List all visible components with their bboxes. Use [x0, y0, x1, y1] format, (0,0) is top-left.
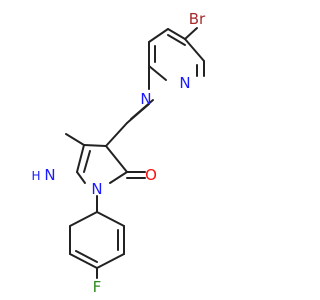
bond	[69, 253, 98, 269]
atom-o: O	[145, 166, 157, 184]
bond	[83, 150, 91, 173]
bond	[184, 38, 205, 62]
bond	[167, 34, 186, 46]
bond	[148, 65, 167, 81]
bond	[148, 28, 169, 43]
bond	[96, 253, 125, 269]
atom-f: F	[93, 278, 102, 296]
bond	[167, 28, 186, 40]
bond	[76, 171, 86, 184]
atom-h: H	[31, 169, 40, 183]
bond	[69, 211, 98, 227]
atom-br: Br	[189, 10, 206, 28]
atom-nh-n: N	[44, 166, 55, 184]
bond-lines	[65, 27, 205, 279]
bond	[65, 133, 85, 146]
atom-n1: N	[91, 180, 102, 198]
bond	[130, 99, 154, 120]
bond	[96, 211, 125, 227]
bond	[184, 27, 198, 40]
bond	[75, 250, 98, 263]
bond	[109, 171, 128, 184]
bond	[105, 145, 128, 173]
atom-n-imine: N	[140, 90, 151, 108]
atom-n-pyridine: N	[179, 74, 190, 92]
bond	[83, 144, 107, 147]
bond	[76, 144, 85, 173]
bond	[105, 122, 128, 147]
structure-diagram: Br N N H N N O F	[31, 10, 206, 296]
